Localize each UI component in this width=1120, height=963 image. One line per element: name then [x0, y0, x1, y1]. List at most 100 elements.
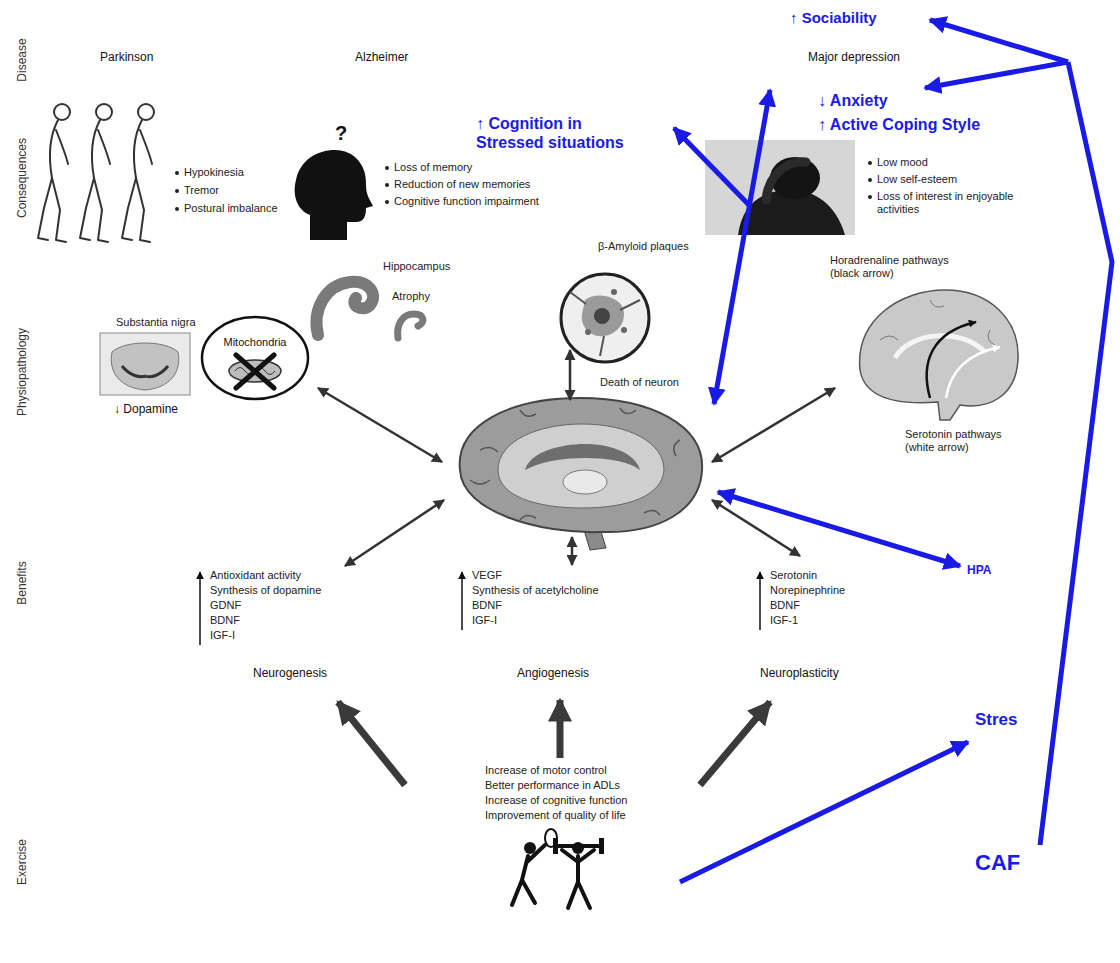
- label-text: HPA: [967, 563, 991, 577]
- column-heading: ↓ Dopamine: [114, 402, 178, 416]
- parkinson-walkers: [38, 104, 154, 242]
- amyloid-plaque-circle: [561, 274, 649, 362]
- sagittal-brain: [860, 290, 1018, 420]
- benefit-item: GDNF: [210, 599, 241, 612]
- figure-caption: Atrophy: [392, 290, 430, 303]
- label-text: Synthesis of dopamine: [210, 584, 321, 596]
- label-text: Angiogenesis: [517, 666, 589, 680]
- label-text: CAF: [975, 850, 1020, 875]
- label-text: Low mood: [877, 156, 928, 169]
- bullet-dot: [385, 200, 389, 204]
- label-text: VEGF: [472, 569, 502, 581]
- label-text: Alzheimer: [355, 50, 408, 64]
- bullet-item: Loss of interest in enjoyable activities: [868, 190, 1048, 216]
- label-text: IGF-I: [210, 629, 235, 641]
- row-label: Physiopathology: [15, 328, 29, 416]
- label-text: Neuroplasticity: [760, 666, 839, 680]
- figure-caption: Substantia nigra: [116, 316, 196, 329]
- organelle-ellipse: Mitochondria: [200, 315, 310, 401]
- benefit-item: BDNF: [472, 599, 502, 612]
- label-text: Hippocampus: [383, 260, 450, 272]
- label-text: Horadrenaline pathways (black arrow): [830, 254, 949, 279]
- bullet-dot: [385, 166, 389, 170]
- label-text: IGF-1: [770, 614, 798, 626]
- bullet-dot: [175, 171, 179, 175]
- substantia-nigra-drawing: [100, 333, 190, 395]
- label-text: Disease: [15, 38, 29, 81]
- factor-label: HPA: [967, 563, 991, 577]
- label-text: Physiopathology: [15, 328, 29, 416]
- factor-label: CAF: [975, 850, 1020, 876]
- node-text: Mitochondria: [224, 336, 287, 349]
- factor-label: Stres: [975, 710, 1018, 730]
- bullet-dot: [385, 183, 389, 187]
- mitochondrion-crossed: [229, 355, 281, 388]
- benefit-item: Serotonin: [770, 569, 817, 582]
- bullet-item: Cognitive function impairment: [385, 195, 539, 208]
- row-label: Exercise: [15, 839, 29, 885]
- label-text: Low self-esteem: [877, 173, 957, 186]
- blue-arrows: [674, 20, 1112, 882]
- depressed-person: [705, 140, 855, 235]
- effect-label: ↑ Sociability: [790, 9, 877, 27]
- black-double-arrows: [318, 350, 835, 566]
- benefit-item: Synthesis of acetylcholine: [472, 584, 599, 597]
- label-text: BDNF: [770, 599, 800, 611]
- label-text: Postural imbalance: [184, 202, 278, 215]
- row-label: Benefits: [15, 561, 29, 604]
- benefit-item: Antioxidant activity: [210, 569, 301, 582]
- label-text: Hypokinesia: [184, 166, 244, 179]
- label-text: ↓ Dopamine: [114, 402, 178, 416]
- column-heading: Neuroplasticity: [760, 666, 839, 680]
- label-text: Stres: [975, 710, 1018, 729]
- column-heading: Major depression: [808, 50, 900, 64]
- row-label: Consequences: [15, 138, 29, 218]
- benefit-item: BDNF: [210, 614, 240, 627]
- effect-label: ↓ Anxiety: [818, 91, 888, 110]
- benefit-item: Increase of cognitive function: [485, 794, 627, 807]
- benefit-item: IGF-I: [210, 629, 235, 642]
- label-text: Increase of cognitive function: [485, 794, 627, 806]
- figure-caption: Death of neuron: [600, 376, 679, 389]
- benefit-item: BDNF: [770, 599, 800, 612]
- label-text: Parkinson: [100, 50, 153, 64]
- label-text: Benefits: [15, 561, 29, 604]
- figure-caption: Horadrenaline pathways (black arrow): [830, 254, 965, 280]
- bullet-item: Hypokinesia: [175, 166, 244, 179]
- exercise-arrows: [338, 700, 770, 785]
- label-text: BDNF: [210, 614, 240, 626]
- benefit-item: Increase of motor control: [485, 764, 607, 777]
- exercise-figures: [512, 829, 604, 908]
- increase-arrows: [200, 572, 760, 645]
- label-text: Improvement of quality of life: [485, 809, 626, 821]
- label-text: Antioxidant activity: [210, 569, 301, 581]
- benefit-item: IGF-I: [472, 614, 497, 627]
- figure-caption: β-Amyloid plaques: [598, 240, 689, 253]
- column-heading: Alzheimer: [355, 50, 408, 64]
- label-text: Better performance in ADLs: [485, 779, 620, 791]
- bullet-dot: [175, 189, 179, 193]
- label-text: IGF-I: [472, 614, 497, 626]
- label-text: Loss of interest in enjoyable activities: [877, 190, 1048, 216]
- label-text: ↑ Cognition in Stressed situations: [476, 115, 624, 151]
- label-text: Tremor: [184, 184, 219, 197]
- label-text: Neurogenesis: [253, 666, 327, 680]
- label-text: Consequences: [15, 138, 29, 218]
- column-heading: Angiogenesis: [517, 666, 589, 680]
- effect-label: ↑ Active Coping Style: [818, 115, 980, 134]
- label-text: ↑ Sociability: [790, 9, 877, 26]
- question-mark: ?: [335, 121, 347, 145]
- label-text: Norepinephrine: [770, 584, 845, 596]
- bullet-dot: [868, 178, 872, 182]
- column-heading: Parkinson: [100, 50, 153, 64]
- ellipse-border: [202, 317, 308, 399]
- benefit-item: IGF-1: [770, 614, 798, 627]
- label-text: Exercise: [15, 839, 29, 885]
- label-text: GDNF: [210, 599, 241, 611]
- label-text: β-Amyloid plaques: [598, 240, 689, 252]
- label-text: Loss of memory: [394, 161, 472, 174]
- benefit-item: VEGF: [472, 569, 502, 582]
- label-text: Serotonin pathways (white arrow): [905, 428, 1002, 453]
- benefit-item: Norepinephrine: [770, 584, 845, 597]
- label-text: BDNF: [472, 599, 502, 611]
